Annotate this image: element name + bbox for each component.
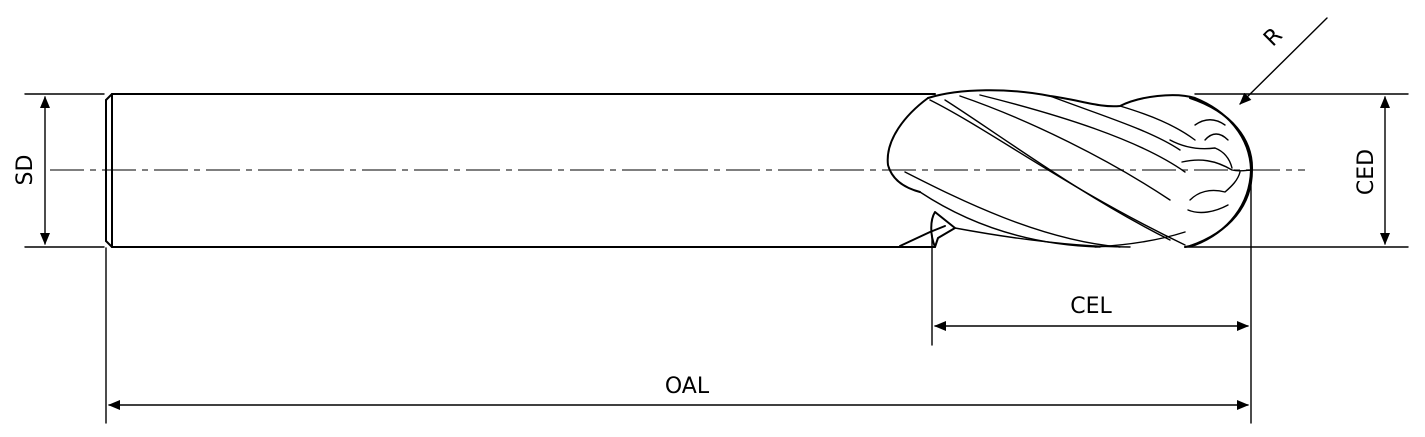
- oal-dimension: [105, 247, 1249, 424]
- cel-dimension: [931, 171, 1252, 424]
- sd-dimension: [24, 93, 105, 248]
- oal-label: OAL: [665, 374, 710, 399]
- radius-leader: [1239, 17, 1328, 105]
- radius-label: R: [1259, 23, 1287, 51]
- sd-label: SD: [13, 155, 38, 186]
- cel-label: CEL: [1070, 294, 1112, 319]
- shank: [105, 93, 936, 248]
- ced-label: CED: [1354, 149, 1379, 195]
- fluted-cutting-section: [886, 89, 1254, 248]
- ced-dimension: [1184, 93, 1409, 248]
